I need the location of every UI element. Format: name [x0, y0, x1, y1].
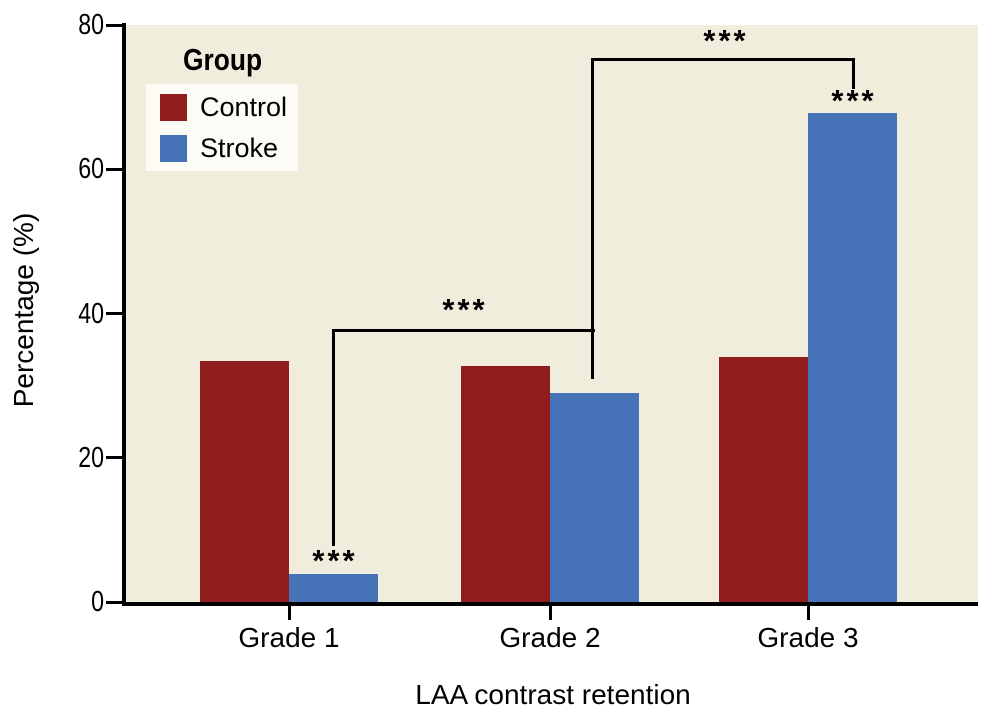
x-tick-mark-2: [548, 605, 552, 620]
y-tick-mark-20: [106, 456, 123, 460]
x-category-label-1: Grade 1: [238, 622, 340, 653]
bar-stroke-grade-3: [808, 112, 897, 602]
bar-stroke-grade-2: [550, 392, 639, 602]
sig-bracket-g1g2-left-vertical: [332, 329, 335, 546]
legend-title: Group: [183, 42, 263, 77]
y-tick-label-0: 0: [91, 586, 104, 618]
sig-stars-bracket-g2g3: ***: [703, 23, 749, 58]
x-axis-line: [122, 602, 978, 606]
bar-control-grade-3: [719, 356, 808, 602]
sig-stars-bracket-g1g2: ***: [442, 292, 488, 327]
y-tick-mark-80: [106, 23, 123, 27]
legend-label-control: Control: [200, 91, 288, 122]
legend: Control Stroke: [146, 84, 298, 171]
y-tick-mark-40: [106, 312, 123, 315]
y-tick-label-80: 80: [78, 9, 104, 41]
y-tick-label-40: 40: [78, 297, 104, 330]
y-tick-mark-60: [106, 167, 123, 171]
y-tick-label-60: 60: [78, 153, 104, 186]
x-category-label-2: Grade 2: [499, 622, 601, 653]
y-axis-title: Percentage (%): [8, 212, 39, 408]
legend-label-stroke: Stroke: [200, 132, 279, 163]
control-color-swatch: [160, 93, 187, 121]
sig-stars-grade3-stroke: ***: [831, 83, 877, 118]
sig-bracket-g2g3-horizontal: [591, 58, 855, 61]
y-axis-line: [122, 23, 126, 605]
bar-stroke-grade-1: [289, 573, 378, 602]
y-tick-mark-0: [106, 600, 123, 604]
sig-bracket-g1g2-horizontal: [332, 329, 595, 332]
x-axis-title: LAA contrast retention: [415, 679, 691, 710]
x-category-label-3: Grade 3: [757, 622, 859, 653]
x-tick-mark-1: [287, 605, 291, 620]
y-tick-label-20: 20: [78, 441, 104, 474]
sig-stars-grade1-stroke: ***: [312, 543, 358, 578]
sig-bracket-g2g3-left-vertical: [591, 58, 594, 379]
legend-item-control: Control: [160, 91, 298, 122]
stroke-color-swatch: [160, 134, 187, 162]
legend-item-stroke: Stroke: [160, 132, 298, 163]
bar-control-grade-1: [200, 361, 289, 602]
x-tick-mark-3: [806, 605, 810, 620]
sig-bracket-g2g3-right-vertical: [852, 58, 855, 89]
bar-control-grade-2: [461, 366, 550, 602]
